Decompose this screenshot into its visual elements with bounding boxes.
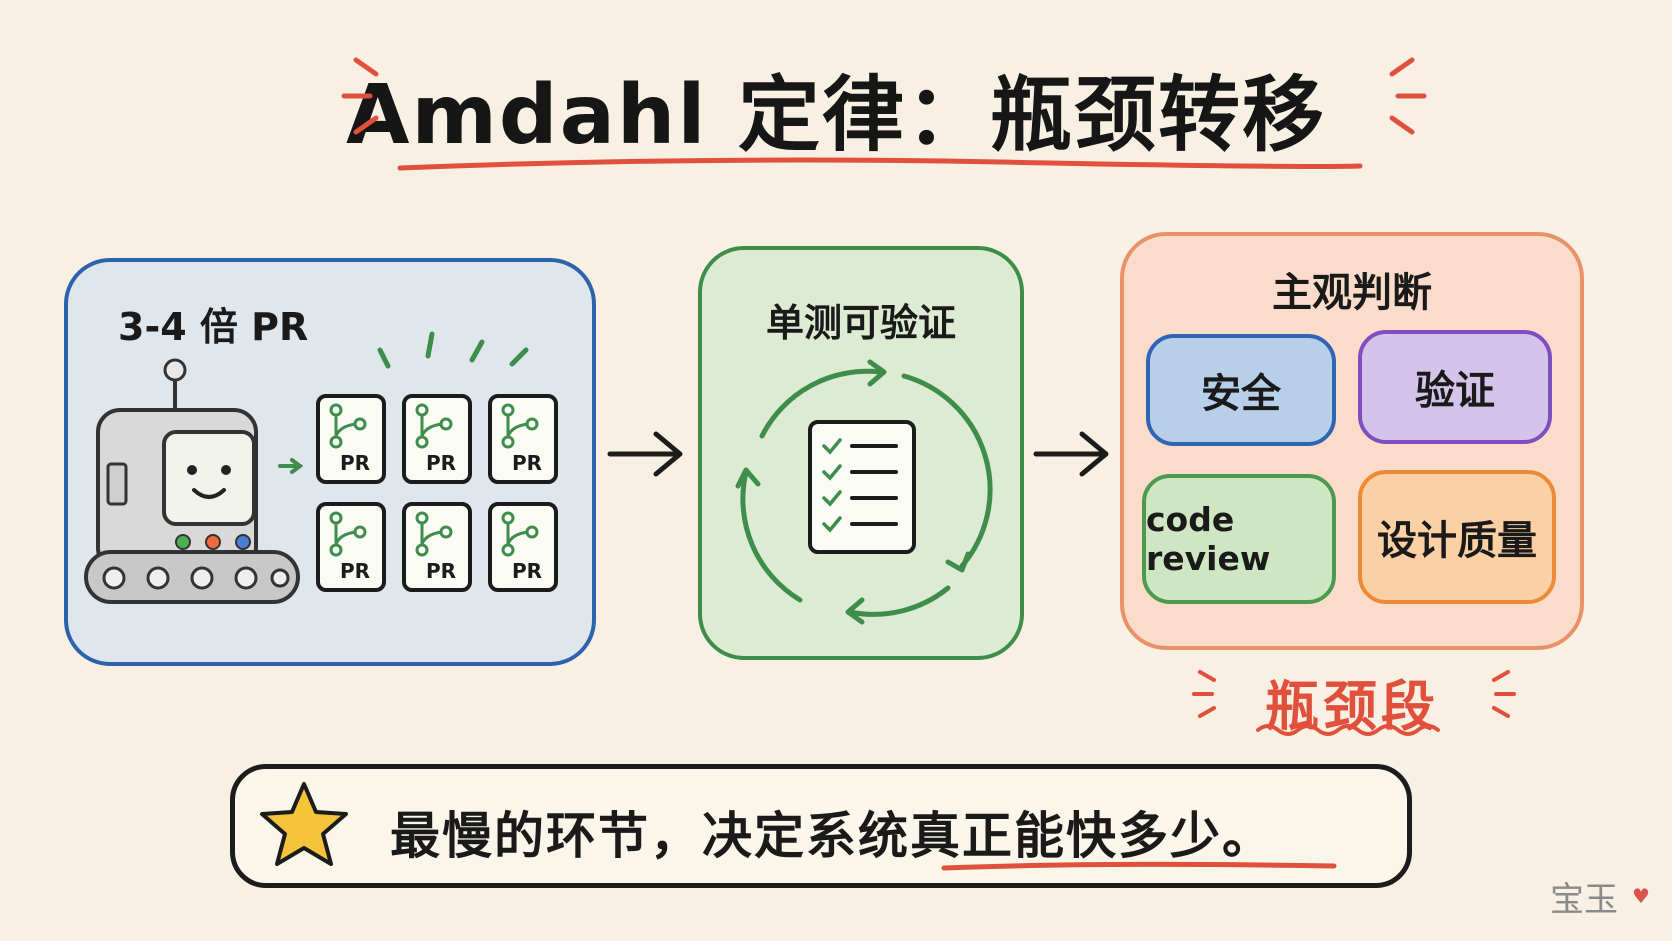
title-sparkle-right-icon [1389, 57, 1427, 135]
unit-test-label: 单测可验证 [765, 301, 956, 345]
checklist-icon [808, 420, 916, 554]
pr-card: PR [488, 502, 558, 592]
heart-icon: ♥ [1632, 884, 1650, 908]
git-branch-icon [415, 511, 453, 557]
git-branch-icon [329, 511, 367, 557]
cycle-arrows-icon [735, 359, 993, 625]
conclusion-underline [941, 861, 1337, 871]
pr-card: PR [488, 394, 558, 484]
git-branch-icon [415, 403, 453, 449]
security-tile: 安全 [1146, 334, 1336, 446]
pr-card-label: PR [512, 451, 542, 475]
pr-card: PR [316, 502, 386, 592]
git-branch-icon [501, 511, 539, 557]
git-branch-icon [329, 403, 367, 449]
pr-card-label: PR [426, 559, 456, 583]
subjective-judgment-label: 主观判断 [1272, 270, 1432, 316]
robot-icon [84, 358, 300, 604]
arrow-right-icon [607, 431, 683, 477]
watermark: 宝玉 [1550, 880, 1618, 920]
bottleneck-sparkle-left-icon [1192, 670, 1216, 718]
star-icon [260, 782, 348, 866]
pr-card-label: PR [340, 451, 370, 475]
conclusion-text: 最慢的环节，决定系统真正能快多少。 [390, 807, 1274, 865]
pr-card: PR [402, 502, 472, 592]
design-quality-tile: 设计质量 [1358, 470, 1556, 604]
title-underline [397, 157, 1363, 171]
code-review-tile: code review [1142, 474, 1336, 604]
pr-card: PR [316, 394, 386, 484]
arrow-right-icon [1033, 431, 1109, 477]
pr-card-grid: PR PR PR PR PR PR [316, 394, 558, 592]
pr-card-label: PR [426, 451, 456, 475]
bottleneck-wavy-underline [1256, 724, 1440, 736]
pr-card-label: PR [340, 559, 370, 583]
git-branch-icon [501, 403, 539, 449]
pr-sparkle-icon [377, 331, 529, 369]
robot-output-arrow-icon [278, 458, 304, 474]
pr-card-label: PR [512, 559, 542, 583]
verification-tile: 验证 [1358, 330, 1552, 444]
pr-card: PR [402, 394, 472, 484]
title-sparkle-left-icon [341, 57, 379, 135]
conclusion-box [230, 764, 1412, 888]
pr-multiplier-label: 3-4 倍 PR [118, 305, 309, 349]
page-title: Amdahl 定律：瓶颈转移 [346, 68, 1326, 163]
bottleneck-sparkle-right-icon [1492, 670, 1516, 718]
